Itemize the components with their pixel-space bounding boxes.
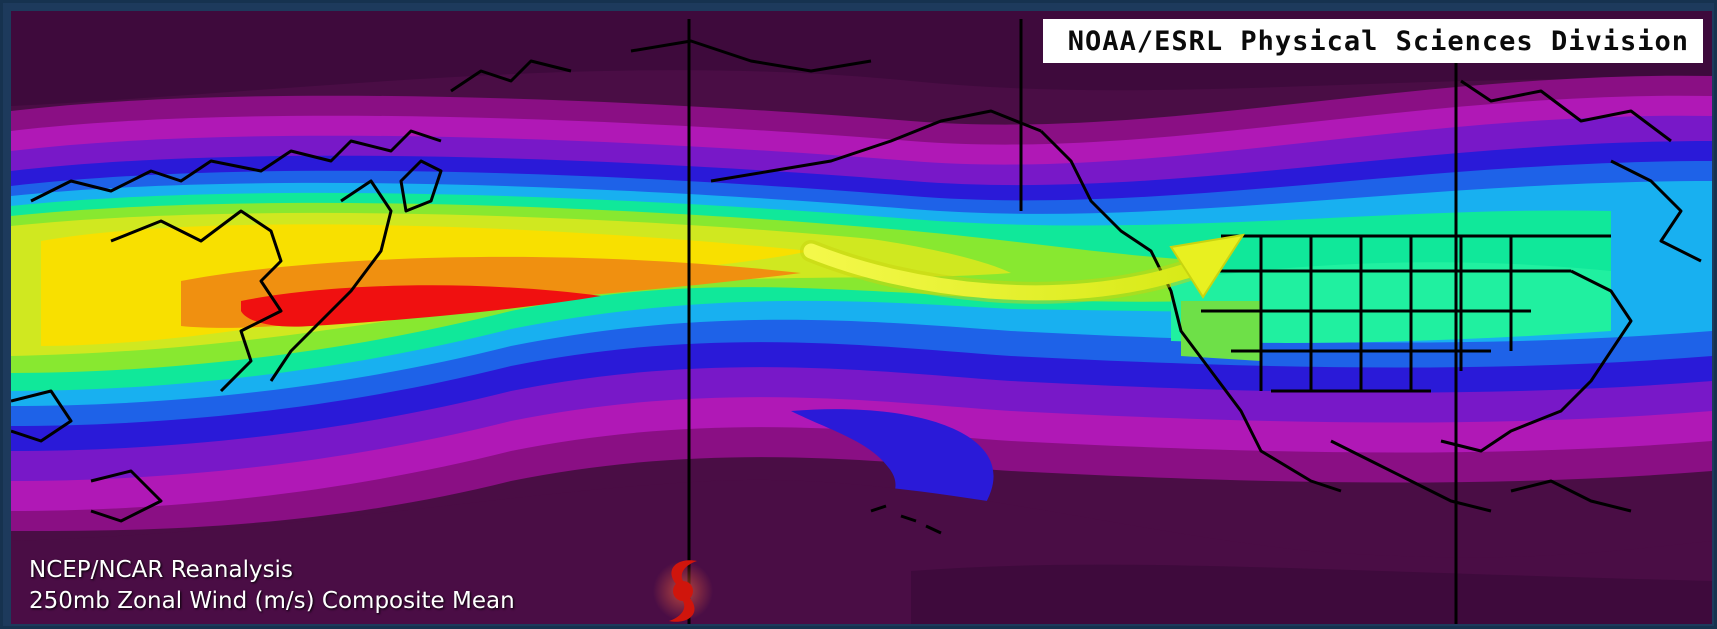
jet-stream-arrow-icon bbox=[800, 233, 1246, 304]
hurricane-symbol-icon bbox=[653, 560, 713, 622]
caption-line-dataset: NCEP/NCAR Reanalysis bbox=[29, 557, 293, 583]
credit-text: NOAA/ESRL Physical Sciences Division bbox=[1067, 25, 1689, 57]
coastlines bbox=[11, 39, 1702, 535]
caption-line-variable: 250mb Zonal Wind (m/s) Composite Mean bbox=[29, 588, 515, 614]
credit-banner: NOAA/ESRL Physical Sciences Division bbox=[1043, 19, 1703, 63]
figure-caption: NCEP/NCAR Reanalysis 250mb Zonal Wind (m… bbox=[29, 555, 515, 617]
wind-map bbox=[11, 11, 1712, 624]
meridian-lines bbox=[687, 19, 1458, 624]
